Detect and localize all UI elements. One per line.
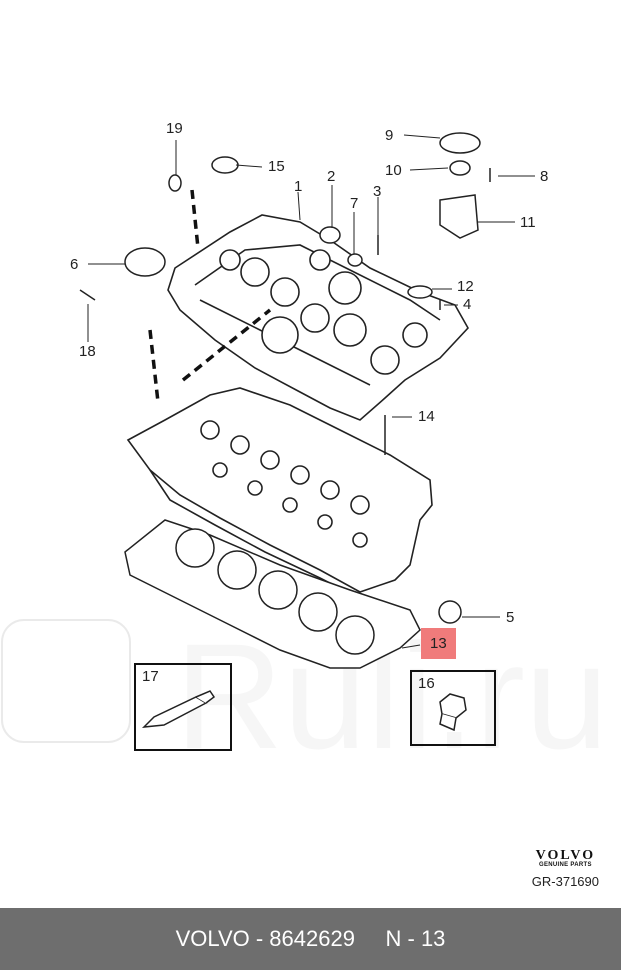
inset-part-17: 17 xyxy=(134,663,232,751)
cylinder-head xyxy=(126,387,433,597)
callout-9: 9 xyxy=(385,127,394,144)
diagram-code: GR-371690 xyxy=(531,874,599,889)
inset-17-number: 17 xyxy=(142,668,159,685)
callout-11: 11 xyxy=(520,214,536,231)
callout-1: 1 xyxy=(294,178,303,195)
small-parts xyxy=(79,132,491,624)
callout-3: 3 xyxy=(373,183,382,200)
brand-subtitle: GENUINE PARTS xyxy=(538,862,592,868)
brand-block: VOLVO GENUINE PARTS GR-371690 xyxy=(532,848,599,889)
inset-16-number: 16 xyxy=(418,675,435,692)
plug-bolt-icon xyxy=(439,693,467,732)
valve-cover xyxy=(167,214,469,421)
callout-2: 2 xyxy=(327,168,336,185)
engine-cylinder-head-diagram: Ruli.ru xyxy=(1,132,535,743)
callout-5: 5 xyxy=(506,609,515,626)
volvo-logo: VOLVO xyxy=(535,848,596,863)
callout-8: 8 xyxy=(540,168,549,185)
callout-4: 4 xyxy=(463,296,472,313)
head-gasket xyxy=(124,519,421,669)
callout-18: 18 xyxy=(79,343,96,360)
callout-19: 19 xyxy=(166,120,183,137)
callout-10: 10 xyxy=(385,162,402,179)
footer-bar: VOLVO - 8642629 N - 13 xyxy=(0,908,621,970)
leader-lines xyxy=(87,134,535,649)
callout-12: 12 xyxy=(457,278,474,295)
footer-text: VOLVO - 8642629 N - 13 xyxy=(175,926,446,951)
callout-7: 7 xyxy=(350,195,359,212)
callout-6: 6 xyxy=(70,256,79,273)
inset-part-16: 16 xyxy=(410,670,496,746)
callout-13-highlighted[interactable]: 13 xyxy=(421,628,456,659)
dashed-lines xyxy=(148,189,272,403)
callout-14: 14 xyxy=(418,408,435,425)
sealant-tube-icon xyxy=(141,690,216,728)
callout-15: 15 xyxy=(268,158,285,175)
